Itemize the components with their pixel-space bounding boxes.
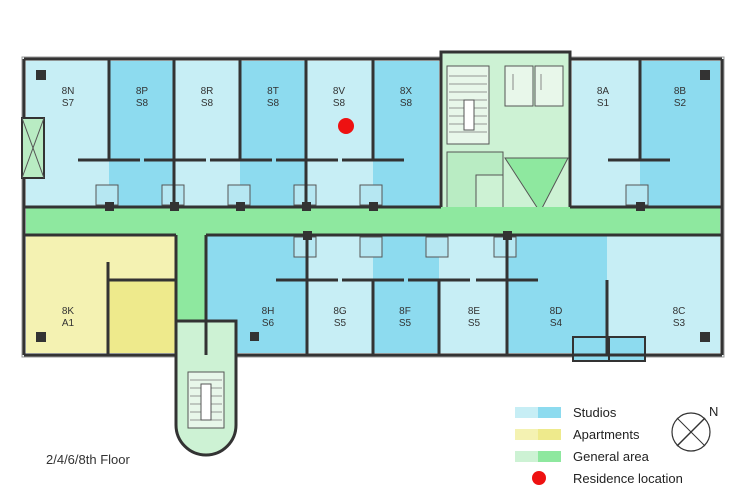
unit-8R [174, 61, 240, 207]
label-8N-type: S7 [62, 98, 75, 109]
legend-swatch-studios [515, 406, 561, 418]
lobby-triangle [504, 157, 569, 213]
elevator-1 [504, 65, 534, 107]
label-8F-id: 8F [399, 306, 411, 317]
legend-residence: Residence location [515, 469, 683, 487]
legend-label-general: General area [573, 448, 649, 464]
unit-8D [507, 235, 607, 353]
structural-columns [36, 70, 710, 342]
unit-8K-bedroom [108, 280, 176, 353]
legend-apartments: Apartments [515, 425, 639, 443]
north-label: N [709, 404, 719, 419]
label-8R-type: S8 [201, 98, 214, 109]
legend-studios: Studios [515, 403, 616, 421]
bottom-units [26, 235, 720, 353]
label-8F-type: S5 [399, 318, 412, 329]
unit-8P [109, 61, 174, 207]
residence-marker [338, 118, 354, 134]
label-8X-id: 8X [400, 86, 413, 97]
label-8D-type: S4 [550, 318, 563, 329]
unit-labels: 8N S7 8P S8 8R S8 8T S8 8V S8 8X S8 8A S… [62, 86, 687, 329]
corridor [26, 207, 720, 235]
label-8B-type: S2 [674, 98, 687, 109]
walls [22, 57, 724, 357]
label-8P-type: S8 [136, 98, 149, 109]
label-8H-type: S6 [262, 318, 275, 329]
core-stairs [446, 65, 490, 145]
top-units [26, 61, 720, 207]
label-8G-id: 8G [333, 306, 347, 317]
label-8B-id: 8B [674, 86, 687, 97]
unit-8A [572, 61, 640, 207]
unit-8V [306, 61, 373, 207]
label-8R-id: 8R [201, 86, 214, 97]
label-8V-type: S8 [333, 98, 346, 109]
label-8K-type: A1 [62, 318, 75, 329]
unit-8B [640, 61, 720, 207]
label-8N-id: 8N [62, 86, 75, 97]
unit-8T [240, 61, 306, 207]
stair-tower [174, 319, 238, 457]
label-8D-id: 8D [550, 306, 563, 317]
unit-8X [373, 61, 439, 207]
legend-label-studios: Studios [573, 404, 617, 420]
elevator-2 [534, 65, 564, 107]
label-8H-id: 8H [262, 306, 275, 317]
label-8C-type: S3 [673, 318, 686, 329]
service-core [439, 50, 572, 214]
label-8X-type: S8 [400, 98, 413, 109]
label-8C-id: 8C [673, 306, 686, 317]
label-8E-id: 8E [468, 306, 481, 317]
label-8A-type: S1 [597, 98, 610, 109]
legend-swatch-residence [515, 471, 561, 485]
label-8T-id: 8T [267, 86, 279, 97]
label-8K-id: 8K [62, 306, 75, 317]
core-stairs-treads [449, 75, 487, 133]
legend-swatch-general [515, 450, 561, 462]
label-8P-id: 8P [136, 86, 149, 97]
corridor-stair-link [176, 235, 206, 321]
compass-icon [671, 412, 711, 452]
legend-general-area: General area [515, 447, 649, 465]
label-8T-type: S8 [267, 98, 280, 109]
label-8A-id: 8A [597, 86, 610, 97]
label-8G-type: S5 [334, 318, 347, 329]
floor-label: 2/4/6/8th Floor [46, 452, 130, 467]
label-8E-type: S5 [468, 318, 481, 329]
legend-swatch-apartments [515, 428, 561, 440]
legend-label-apartments: Apartments [573, 426, 640, 442]
legend-label-residence: Residence location [573, 470, 683, 486]
label-8V-id: 8V [333, 86, 346, 97]
